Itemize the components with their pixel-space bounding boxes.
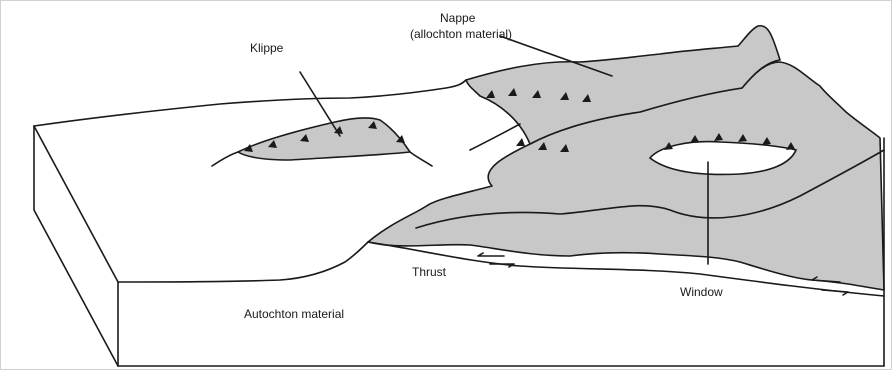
label-klippe: Klippe — [250, 41, 284, 55]
block-front-top-edge — [118, 242, 368, 282]
label-nappe: Nappe — [440, 11, 476, 25]
label-autochton: Autochton material — [244, 307, 344, 321]
valley-line-1 — [470, 124, 520, 150]
block-top-left-edge — [34, 80, 466, 126]
label-thrust: Thrust — [412, 265, 447, 279]
klippe-shape — [238, 118, 410, 160]
block-left-back-edge — [34, 126, 118, 366]
label-window: Window — [680, 285, 723, 299]
block-left-face — [34, 126, 118, 366]
label-nappe-sub: (allochton material) — [410, 27, 512, 41]
